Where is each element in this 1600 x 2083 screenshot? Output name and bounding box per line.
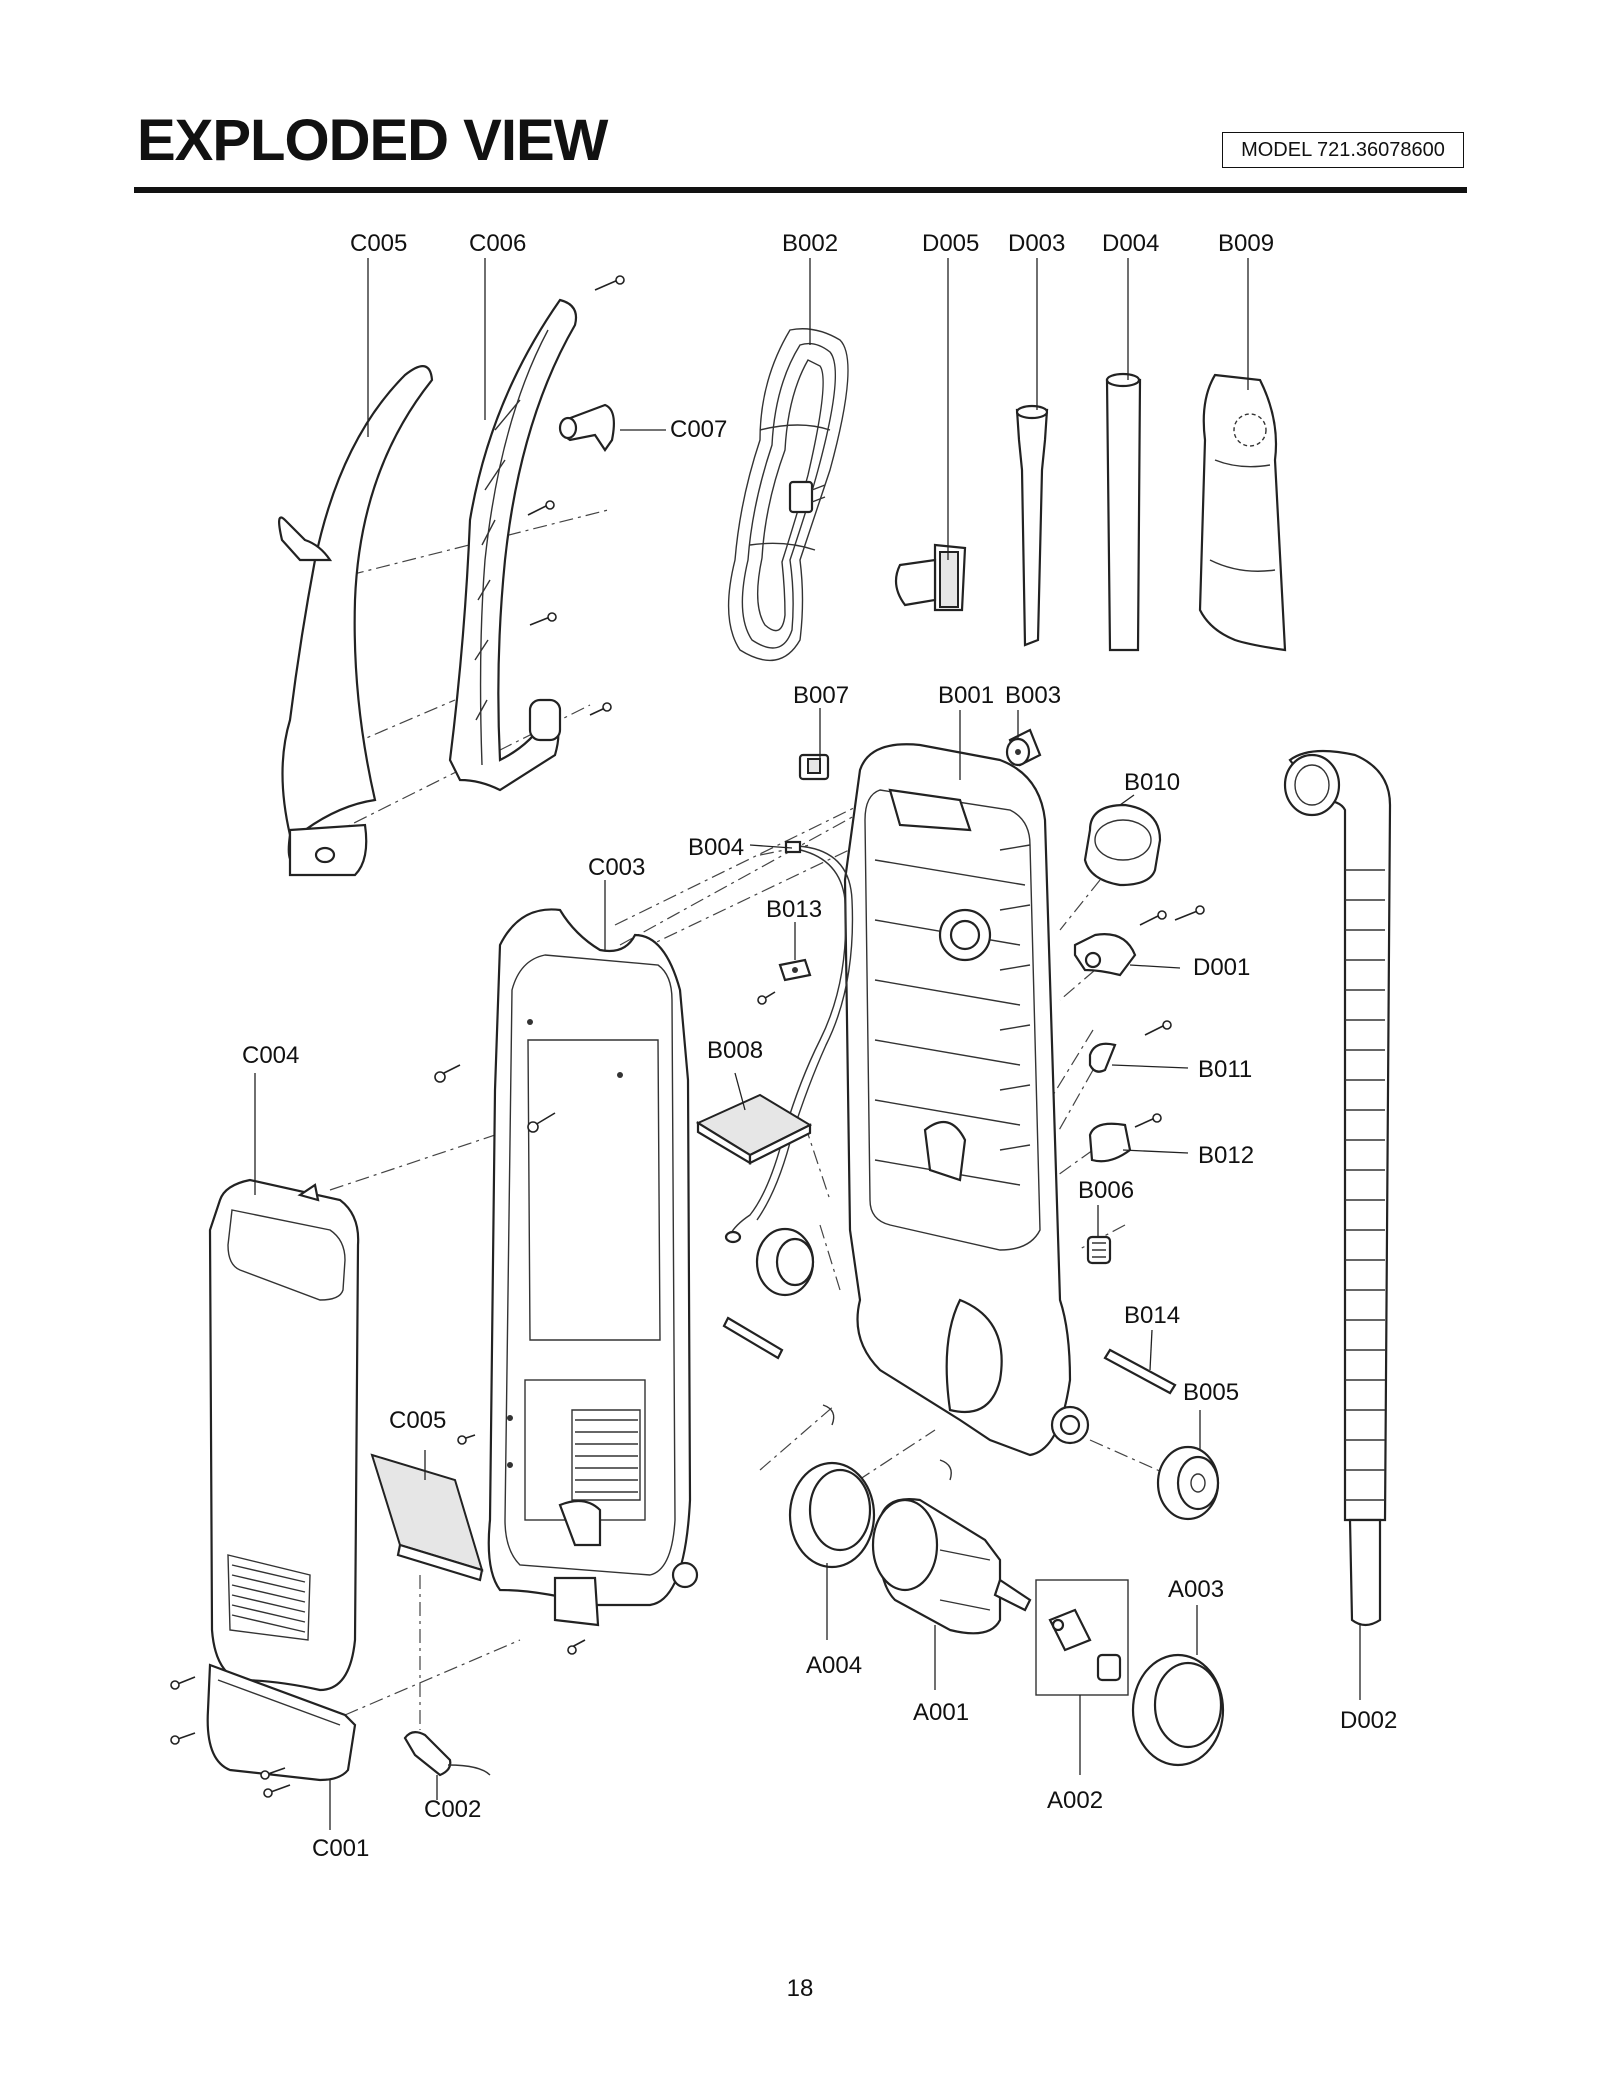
label-b002: B002 [782,230,838,257]
part-c005-filter [370,1453,484,1582]
label-d001: D001 [1193,954,1250,981]
part-b001-body-housing [843,743,1090,1457]
part-d002-hose [1283,749,1392,1627]
part-d005-brush-tool [894,543,967,612]
part-d003-crevice-tool [1015,404,1049,647]
part-b005-wheel [1156,1445,1220,1521]
page-number: 18 [786,1975,814,2002]
label-c005-top: C005 [350,230,407,257]
label-c001: C001 [312,1835,369,1862]
label-a003: A003 [1168,1576,1224,1603]
label-b014: B014 [1124,1302,1180,1329]
label-c003: C003 [588,854,645,881]
label-b001: B001 [938,682,994,709]
label-b004: B004 [688,834,744,861]
part-b003-grommet [1005,728,1042,767]
label-d005: D005 [922,230,979,257]
part-b010-clamp-ring [1083,803,1162,887]
label-b010: B010 [1124,769,1180,796]
part-b002-power-cord [727,328,849,662]
label-b012: B012 [1198,1142,1254,1169]
label-b003: B003 [1005,682,1061,709]
label-b008: B008 [707,1037,763,1064]
part-d004-wand [1105,372,1142,652]
part-a001-motor [871,1498,1032,1635]
label-d002: D002 [1340,1707,1397,1734]
part-c005-handle-cover [278,365,434,877]
part-b009-dust-bag [1198,373,1287,652]
label-a001: A001 [913,1699,969,1726]
label-b007: B007 [793,682,849,709]
part-c002-cord-plug [403,1731,491,1777]
part-a002-brush-set [1035,1579,1129,1696]
part-c001-bottom-cover [206,1663,357,1782]
label-b009: B009 [1218,230,1274,257]
part-b007-switch [798,753,830,781]
label-c005-bottom: C005 [389,1407,446,1434]
part-a004-motor-ring [788,1461,876,1569]
label-b013: B013 [766,896,822,923]
part-c007-hook [558,403,615,452]
label-d004: D004 [1102,230,1159,257]
label-c004: C004 [242,1042,299,1069]
page-title: EXPLODED VIEW [137,108,608,173]
label-a002: A002 [1047,1787,1103,1814]
part-c003-main-frame [487,908,699,1627]
part-b011-cord-clip [1088,1042,1117,1073]
part-brush-wheel [722,1227,815,1360]
part-b006-knob [1086,1235,1112,1265]
part-b008-filter [695,1093,813,1165]
label-b006: B006 [1078,1177,1134,1204]
label-c002: C002 [424,1796,481,1823]
label-d003: D003 [1008,230,1065,257]
model-number-box: MODEL 721.36078600 [1222,132,1464,168]
leader-lines [254,258,1361,1830]
part-a003-band [1131,1653,1225,1767]
part-b004-wire-harness [724,840,854,1244]
part-b012-cord-clip [1088,1122,1132,1163]
part-labels: C005 C006 C007 B002 D005 D003 D004 B009 … [242,230,1397,1862]
label-c006: C006 [469,230,526,257]
title-rule [134,187,1467,193]
part-b014-axle [1103,1348,1177,1395]
label-a004: A004 [806,1652,862,1679]
label-c007: C007 [670,416,727,443]
label-b005: B005 [1183,1379,1239,1406]
part-d001-hose-clip [1073,933,1137,977]
screws [170,275,1205,1798]
part-b013-plate [778,958,812,982]
label-b011: B011 [1198,1056,1252,1083]
part-c004-front-panel [208,1178,360,1692]
part-c006-handle-frame [448,298,578,792]
